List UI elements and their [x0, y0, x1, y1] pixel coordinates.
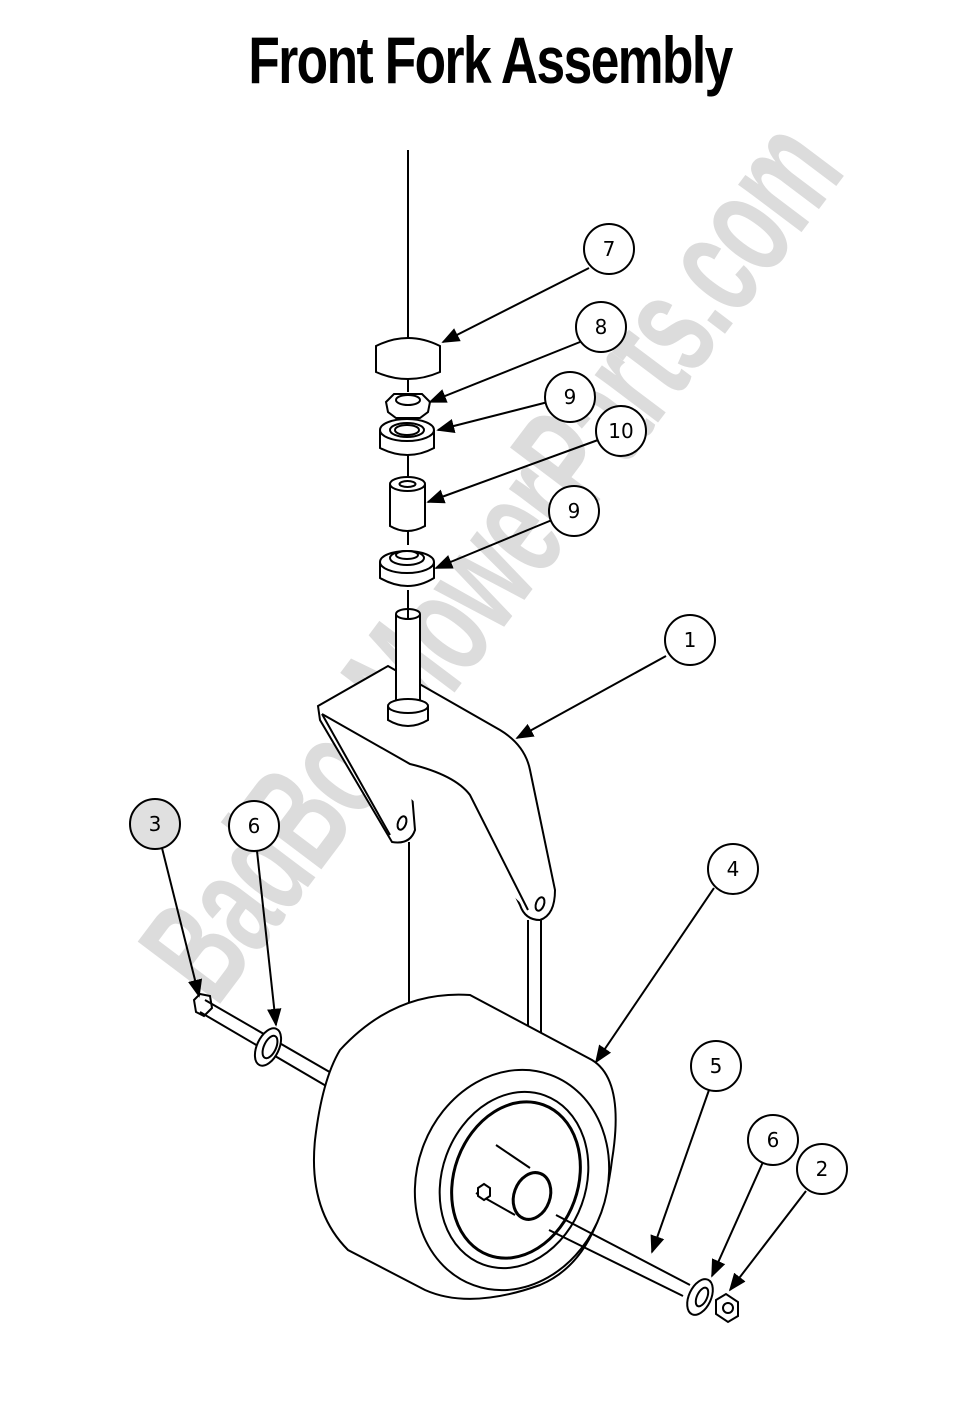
page-title: Front Fork Assembly: [248, 23, 733, 97]
part-7-dust-cap: [375, 337, 441, 380]
callout-6-left: 6: [228, 800, 280, 852]
leader-3: [161, 847, 203, 998]
svg-text:10: 10: [608, 419, 633, 443]
part-9-bearing-upper: [379, 418, 435, 456]
callout-9-upper: 9: [544, 371, 596, 423]
svg-text:4: 4: [727, 857, 740, 881]
leader-9-lower: [434, 519, 553, 569]
svg-text:1: 1: [684, 628, 697, 652]
callout-7: 7: [583, 223, 635, 275]
part-6-washer-right: [686, 1278, 714, 1316]
leader-6-left: [256, 850, 282, 1027]
part-9-bearing-lower: [379, 550, 435, 587]
callout-10: 10: [595, 405, 647, 457]
svg-text:3: 3: [149, 812, 162, 836]
svg-text:2: 2: [816, 1157, 829, 1181]
callout-5: 5: [690, 1040, 742, 1092]
callout-3: 3: [129, 798, 181, 850]
part-1-fork: [316, 608, 557, 922]
svg-text:7: 7: [603, 237, 616, 261]
leader-2: [728, 1190, 807, 1292]
callout-6-right: 6: [747, 1114, 799, 1166]
svg-text:9: 9: [564, 385, 577, 409]
part-2-lock-nut: [715, 1292, 739, 1324]
callout-8: 8: [575, 301, 627, 353]
callout-1: 1: [664, 614, 716, 666]
callout-2: 2: [796, 1143, 848, 1195]
leader-7: [441, 267, 590, 343]
part-4-wheel: [312, 993, 617, 1300]
leader-4: [594, 887, 715, 1064]
leader-6-right: [711, 1161, 764, 1278]
part-8-nut: [384, 393, 432, 419]
callouts: 7 8 9 10 9 1 3 6: [129, 223, 848, 1195]
svg-text:6: 6: [767, 1128, 780, 1152]
leader-8: [428, 341, 581, 403]
leader-1: [515, 655, 667, 739]
part-6-washer-left: [253, 1027, 283, 1067]
callout-4: 4: [707, 843, 759, 895]
part-5-axle: [548, 1214, 691, 1297]
leader-10: [426, 439, 599, 504]
svg-text:5: 5: [710, 1054, 723, 1078]
callout-9-lower: 9: [548, 485, 600, 537]
svg-text:8: 8: [595, 315, 608, 339]
leader-9-upper: [436, 401, 549, 433]
part-10-spacer: [389, 476, 426, 532]
svg-text:9: 9: [568, 499, 581, 523]
svg-text:6: 6: [248, 814, 261, 838]
leader-5: [650, 1089, 710, 1254]
